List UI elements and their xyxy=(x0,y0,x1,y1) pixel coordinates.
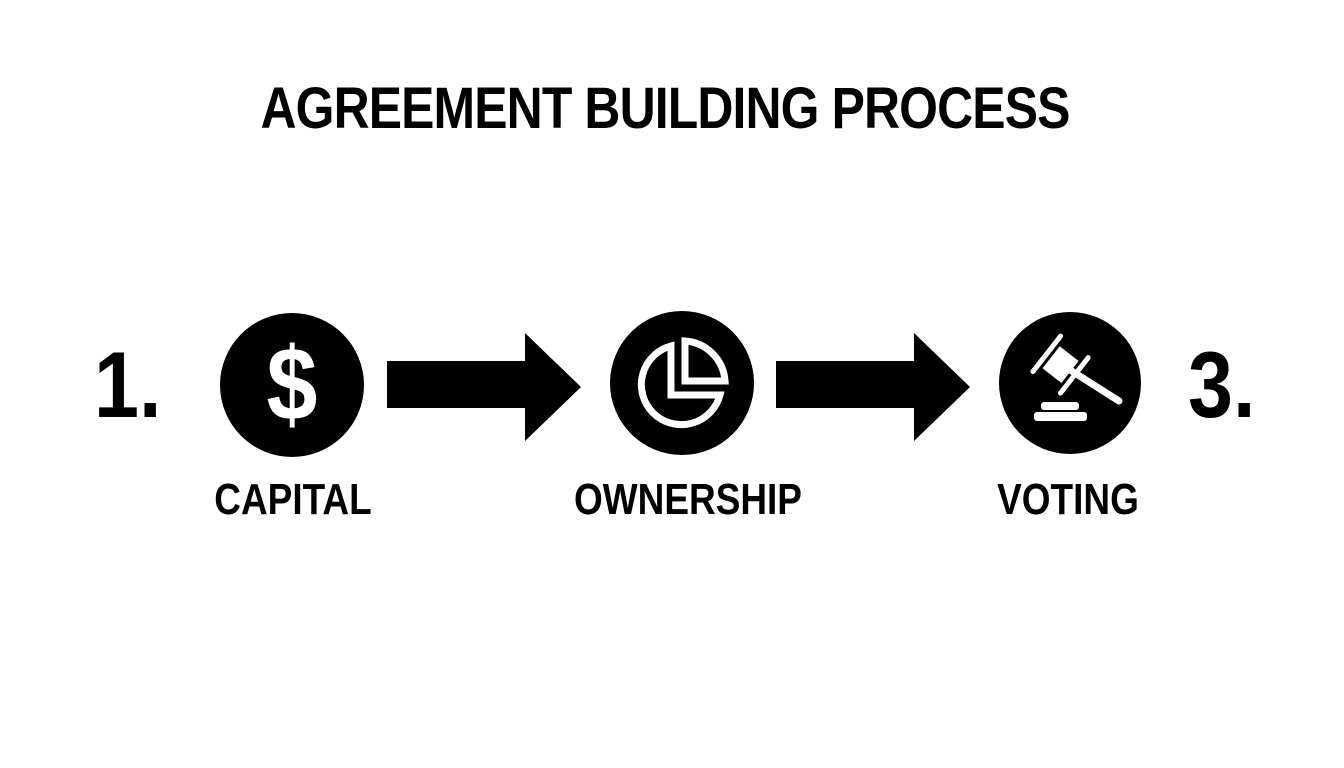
step-number-first: 1. xyxy=(94,332,162,437)
diagram-title: AGREEMENT BUILDING PROCESS xyxy=(260,76,1070,141)
gavel-icon xyxy=(1030,333,1123,421)
dollar-sign-icon: $ xyxy=(267,326,318,443)
step-label-capital: CAPITAL xyxy=(214,475,372,524)
step-label-voting: VOTING xyxy=(997,475,1139,524)
pie-chart-icon xyxy=(637,337,729,429)
step-label-ownership: OWNERSHIP xyxy=(574,475,802,524)
svg-text:$: $ xyxy=(267,326,318,443)
step-number-last: 3. xyxy=(1188,332,1256,437)
capital-step-circle: $ xyxy=(220,313,364,457)
arrow-right-icon xyxy=(776,333,970,441)
arrow-right-icon xyxy=(387,333,581,441)
voting-step-circle xyxy=(999,312,1141,454)
ownership-step-circle xyxy=(610,311,754,455)
